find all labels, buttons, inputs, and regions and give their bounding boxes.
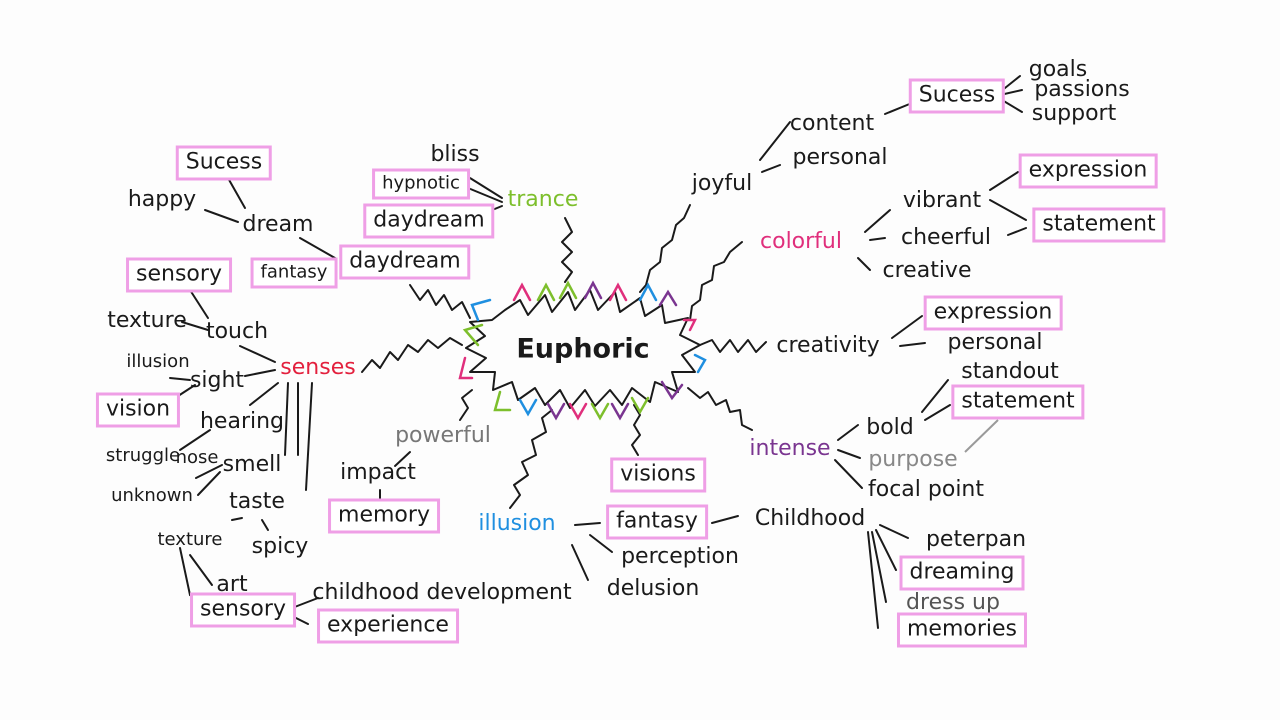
spoke-joyful xyxy=(639,204,691,293)
node-intense: intense xyxy=(749,436,831,461)
spoke-creativity xyxy=(699,339,767,353)
node-vibrant: vibrant xyxy=(902,188,982,213)
spoke-illusion xyxy=(509,409,553,509)
node-content: content xyxy=(789,111,875,136)
node-sucess-right: Sucess xyxy=(908,78,1006,114)
node-statement-top: statement xyxy=(1032,207,1166,243)
node-personal-mid: personal xyxy=(947,330,1043,355)
node-struggle: struggle xyxy=(105,445,181,466)
spoke-colorful xyxy=(689,241,743,321)
node-creativity: creativity xyxy=(776,333,880,358)
spoke-intense xyxy=(687,387,753,431)
node-focal-point: focal point xyxy=(868,477,984,502)
node-bliss: bliss xyxy=(430,142,480,167)
node-standout: standout xyxy=(961,359,1059,384)
node-personal-joy: personal xyxy=(792,145,888,170)
node-happy: happy xyxy=(127,187,197,212)
center-node-euphoric: Euphoric xyxy=(516,333,650,365)
node-powerful: powerful xyxy=(395,423,491,448)
node-passions: passions xyxy=(1034,77,1130,102)
node-dream: dream xyxy=(242,212,314,237)
node-touch: touch xyxy=(205,319,269,344)
node-daydream-main: daydream xyxy=(339,244,471,280)
node-texture-bottom: texture xyxy=(157,529,223,550)
node-dress-up: dress up xyxy=(906,590,1000,615)
node-spicy: spicy xyxy=(251,534,309,559)
node-trance: trance xyxy=(507,187,579,212)
node-expression-mid: expression xyxy=(923,295,1063,331)
node-bold: bold xyxy=(866,415,914,440)
node-visions: visions xyxy=(610,457,706,493)
node-nose: nose xyxy=(175,447,219,468)
node-goals: goals xyxy=(1028,57,1088,82)
spoke-trance xyxy=(561,217,573,283)
node-support: support xyxy=(1031,101,1117,126)
node-fantasy-bottom: fantasy xyxy=(606,504,708,540)
node-smell: smell xyxy=(222,452,282,477)
node-senses: senses xyxy=(280,355,356,380)
node-vision: vision xyxy=(95,392,181,428)
node-joyful: joyful xyxy=(691,171,753,196)
node-sensory-top: sensory xyxy=(126,257,232,293)
node-taste: taste xyxy=(229,489,285,514)
node-hypnotic: hypnotic xyxy=(372,168,470,200)
node-impact: impact xyxy=(340,460,416,485)
node-experience-bottom: experience xyxy=(317,608,459,644)
node-hearing: hearing xyxy=(199,409,285,434)
node-sucess-left: Sucess xyxy=(175,145,273,181)
node-dreaming: dreaming xyxy=(899,555,1025,591)
node-memories: memories xyxy=(896,612,1028,648)
spoke-visions xyxy=(631,404,641,456)
node-unknown: unknown xyxy=(111,485,193,506)
node-colorful: colorful xyxy=(760,229,842,254)
node-sight: sight xyxy=(189,368,245,393)
node-peterpan: peterpan xyxy=(925,527,1027,552)
node-texture-top: texture xyxy=(107,308,187,333)
node-perception: perception xyxy=(621,544,739,569)
node-creative: creative xyxy=(882,258,972,283)
node-childhood-development: childhood development xyxy=(312,580,572,605)
node-cheerful: cheerful xyxy=(901,225,991,250)
node-illusion-small: illusion xyxy=(126,351,190,372)
spoke-senses xyxy=(361,337,463,373)
node-statement-mid: statement xyxy=(951,384,1085,420)
node-sensory-bottom: sensory xyxy=(190,592,296,628)
node-fantasy-left: fantasy xyxy=(250,257,338,289)
node-childhood: Childhood xyxy=(754,506,866,531)
node-delusion: delusion xyxy=(606,576,700,601)
node-expression-top: expression xyxy=(1018,153,1158,189)
node-illusion: illusion xyxy=(478,511,556,536)
node-purpose: purpose xyxy=(868,447,958,472)
node-daydream-trance: daydream xyxy=(363,203,495,239)
spoke-daydream xyxy=(409,284,471,319)
node-memory: memory xyxy=(328,498,440,534)
node-art: art xyxy=(216,572,248,597)
spoke-powerful xyxy=(459,389,473,421)
